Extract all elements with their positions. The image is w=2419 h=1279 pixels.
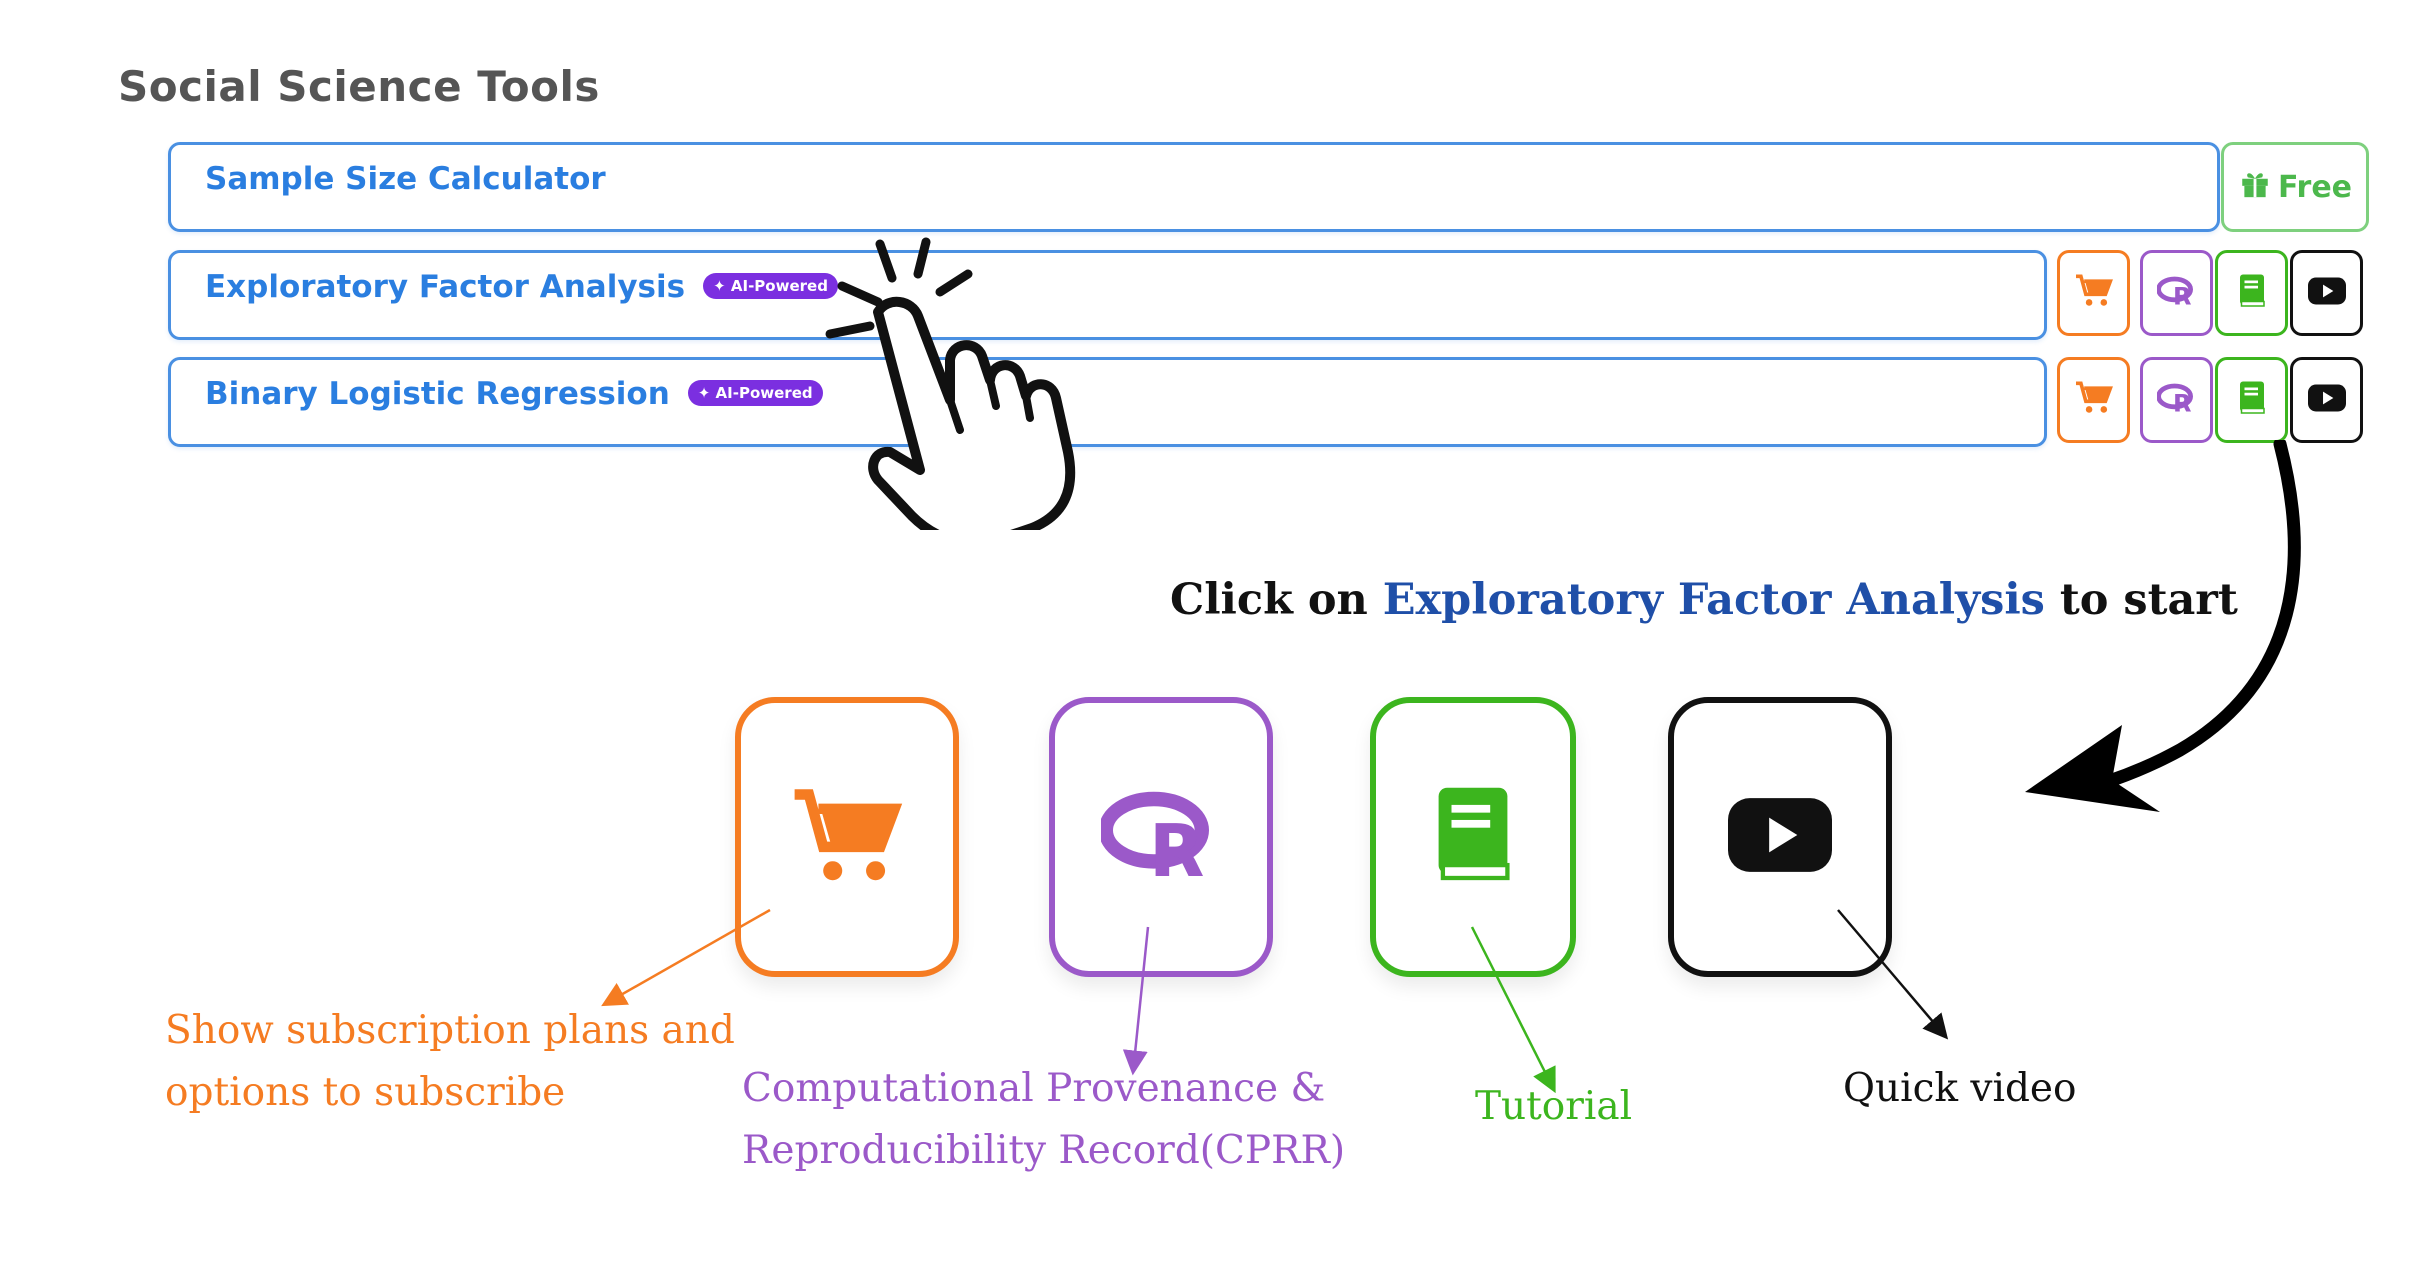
svg-text:R: R xyxy=(2173,390,2191,415)
instruction-prefix: Click on xyxy=(1170,575,1383,625)
cart-icon xyxy=(789,785,905,889)
tool-label: Sample Size Calculator xyxy=(205,161,606,197)
cart-annotation-line-1: Show subscription plans and xyxy=(165,1008,735,1053)
gift-icon xyxy=(2238,166,2272,208)
video-button[interactable] xyxy=(2290,357,2363,443)
free-label: Free xyxy=(2277,169,2353,205)
section-title: Social Science Tools xyxy=(118,62,600,111)
pointing-hand-icon xyxy=(825,237,1076,530)
instruction-suffix: to start xyxy=(2044,575,2238,625)
tutorial-annotation-line xyxy=(1470,926,1556,1094)
ai-powered-badge: ✦ AI-Powered xyxy=(703,272,838,299)
instruction-text: Click on Exploratory Factor Analysis to … xyxy=(1170,575,2238,625)
curved-arrow-icon xyxy=(2025,440,2301,812)
tool-sample-size-calculator[interactable]: Sample Size Calculator xyxy=(168,142,2220,232)
tool-label: Binary Logistic Regression xyxy=(205,376,670,412)
cart-icon xyxy=(2074,273,2114,313)
r-logo-icon: R xyxy=(2155,381,2197,419)
video-annotation: Quick video xyxy=(1843,1066,2077,1111)
instruction-highlight: Exploratory Factor Analysis xyxy=(1382,575,2045,625)
cprr-annotation-line-2: Reproducibility Record(CPRR) xyxy=(742,1128,1346,1173)
tutorial-button[interactable] xyxy=(2215,357,2288,443)
svg-text:R: R xyxy=(2173,283,2191,308)
cart-button[interactable] xyxy=(2057,250,2130,336)
r-button[interactable]: R xyxy=(2140,357,2213,443)
tutorial-button[interactable] xyxy=(2215,250,2288,336)
cprr-annotation-line-1: Computational Provenance & xyxy=(742,1066,1326,1111)
book-icon xyxy=(2237,380,2267,420)
book-icon xyxy=(2237,273,2267,313)
tutorial-annotation: Tutorial xyxy=(1475,1084,1633,1129)
youtube-icon xyxy=(1728,798,1832,876)
cprr-annotation-line xyxy=(1122,926,1150,1076)
cart-annotation: Show subscription plans and options to s… xyxy=(165,1000,735,1124)
youtube-icon xyxy=(2307,384,2346,416)
svg-text:R: R xyxy=(1149,809,1204,883)
book-icon xyxy=(1430,783,1516,891)
tool-exploratory-factor-analysis[interactable]: Exploratory Factor Analysis ✦ AI-Powered xyxy=(168,250,2047,340)
r-logo-icon: R xyxy=(1098,787,1221,893)
cart-button-large[interactable] xyxy=(735,697,959,977)
tool-label: Exploratory Factor Analysis xyxy=(205,269,686,305)
cart-icon xyxy=(2074,380,2114,420)
cart-button[interactable] xyxy=(2057,357,2130,443)
ai-powered-badge: ✦ AI-Powered xyxy=(687,379,823,406)
r-button[interactable]: R xyxy=(2140,250,2213,336)
cprr-annotation: Computational Provenance & Reproducibili… xyxy=(742,1058,1345,1182)
tutorial-button-large[interactable] xyxy=(1370,697,1576,977)
r-logo-icon: R xyxy=(2155,274,2197,312)
r-button-large[interactable]: R xyxy=(1049,697,1273,977)
youtube-icon xyxy=(2307,277,2346,309)
video-button[interactable] xyxy=(2290,250,2363,336)
cart-annotation-line-2: options to subscribe xyxy=(165,1070,566,1115)
free-button[interactable]: Free xyxy=(2221,142,2369,232)
tool-binary-logistic-regression[interactable]: Binary Logistic Regression ✦ AI-Powered xyxy=(168,357,2047,447)
video-annotation-line xyxy=(1837,909,1949,1040)
cart-annotation-line xyxy=(601,908,771,1007)
